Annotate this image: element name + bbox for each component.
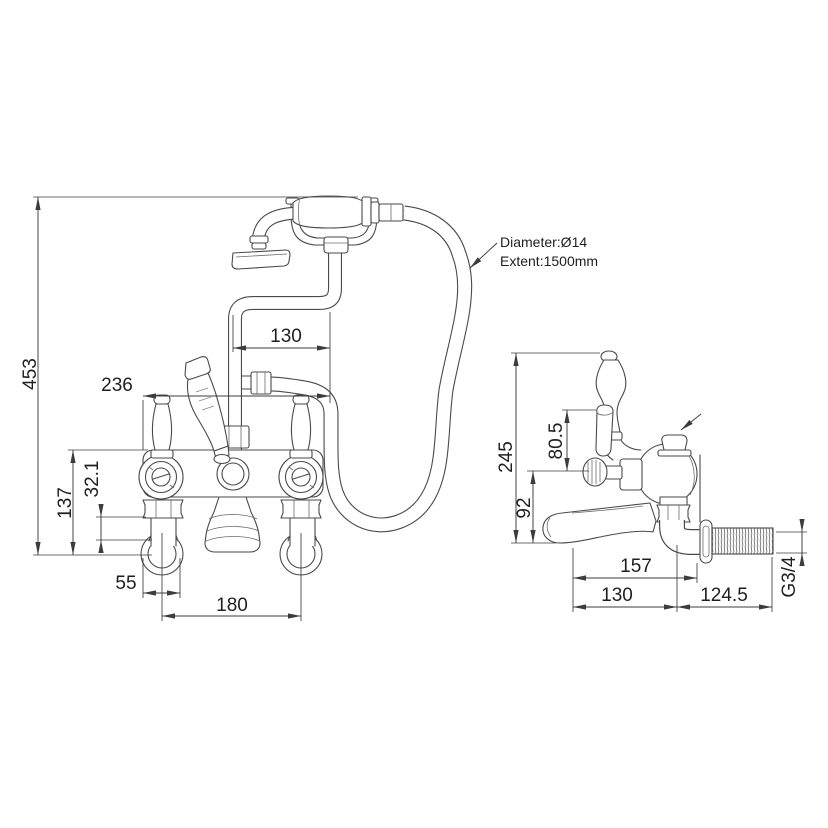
threaded-inlet — [711, 527, 774, 555]
dim-label-130-front: 130 — [270, 326, 302, 347]
front-lever-side — [582, 404, 623, 487]
dim-label-453: 453 — [20, 358, 41, 390]
diverter-leader-arrow — [680, 413, 702, 431]
bath-spout-side — [542, 502, 657, 544]
dim-label-137: 137 — [55, 487, 76, 519]
diverter-knob — [661, 434, 688, 451]
wall-flange — [699, 519, 713, 564]
dim-label-130-side: 130 — [601, 585, 633, 606]
dim-label-124-5: 124.5 — [700, 585, 748, 606]
dim-label-236: 236 — [101, 375, 133, 396]
diverter-lever — [184, 356, 231, 465]
bath-spout-front — [204, 496, 261, 553]
dimensions: 453 137 32.1 236 130 55 180 Diameter:Ø14… — [20, 196, 807, 621]
mixer-body-side — [619, 434, 698, 505]
handset-and-cradle — [231, 195, 404, 270]
hose-leader-arrow — [469, 242, 498, 269]
dim-label-55: 55 — [115, 573, 136, 594]
dim-label-245: 245 — [496, 441, 517, 473]
shower-head — [231, 249, 291, 270]
dim-label-157: 157 — [620, 556, 652, 577]
hose-note-line2: Extent:1500mm — [500, 253, 598, 269]
mixer-body-front — [138, 449, 324, 553]
dim-label-80-5: 80.5 — [546, 423, 567, 460]
hose-elbow-union — [241, 371, 272, 395]
wall-connection — [656, 496, 774, 564]
dim-label-92: 92 — [514, 497, 535, 518]
side-view — [542, 350, 774, 564]
tap-levers-front — [150, 356, 313, 465]
dim-label-180: 180 — [216, 595, 248, 616]
valve-port — [619, 458, 643, 491]
front-view — [138, 195, 465, 576]
hose-note-line1: Diameter:Ø14 — [500, 234, 587, 250]
porcelain-lever-side — [595, 350, 642, 461]
handset-riser-pipe — [235, 248, 335, 463]
dim-label-g34: G3/4 — [779, 556, 800, 598]
lever-spindle-boss — [582, 457, 608, 487]
handset-grip — [292, 195, 365, 229]
dim-label-32-1: 32.1 — [82, 461, 103, 498]
cradle-mount — [323, 236, 349, 254]
